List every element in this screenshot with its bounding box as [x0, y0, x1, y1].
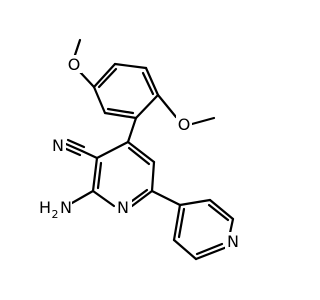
structure-canvas: O O N N H 2 N — [36, 38, 241, 261]
atom-label-n-central: N — [117, 198, 129, 217]
pyridyl-bond — [150, 189, 182, 207]
atom-label-n-amine: N — [60, 198, 72, 217]
methoxy-group-top: O — [66, 38, 96, 89]
nitrile-group: N — [50, 136, 99, 160]
biaryl-bond — [126, 116, 138, 144]
central-pyridine-ring: N — [91, 140, 156, 217]
amine-group: H 2 N — [36, 189, 95, 221]
atom-label-o-top: O — [68, 55, 81, 74]
chemical-structure: O O N N H 2 N — [36, 38, 241, 261]
pyridin-3-yl-ring: N — [172, 198, 241, 261]
atom-label-n-pyridyl: N — [227, 232, 239, 251]
dimethoxyphenyl-ring — [92, 62, 160, 120]
atom-label-h-amine: H — [39, 198, 51, 217]
methoxy-group-right: O — [156, 93, 216, 134]
atom-label-h-count: 2 — [52, 208, 59, 221]
atom-label-n-nitrile: N — [52, 136, 64, 155]
atom-label-o-right: O — [178, 115, 191, 134]
